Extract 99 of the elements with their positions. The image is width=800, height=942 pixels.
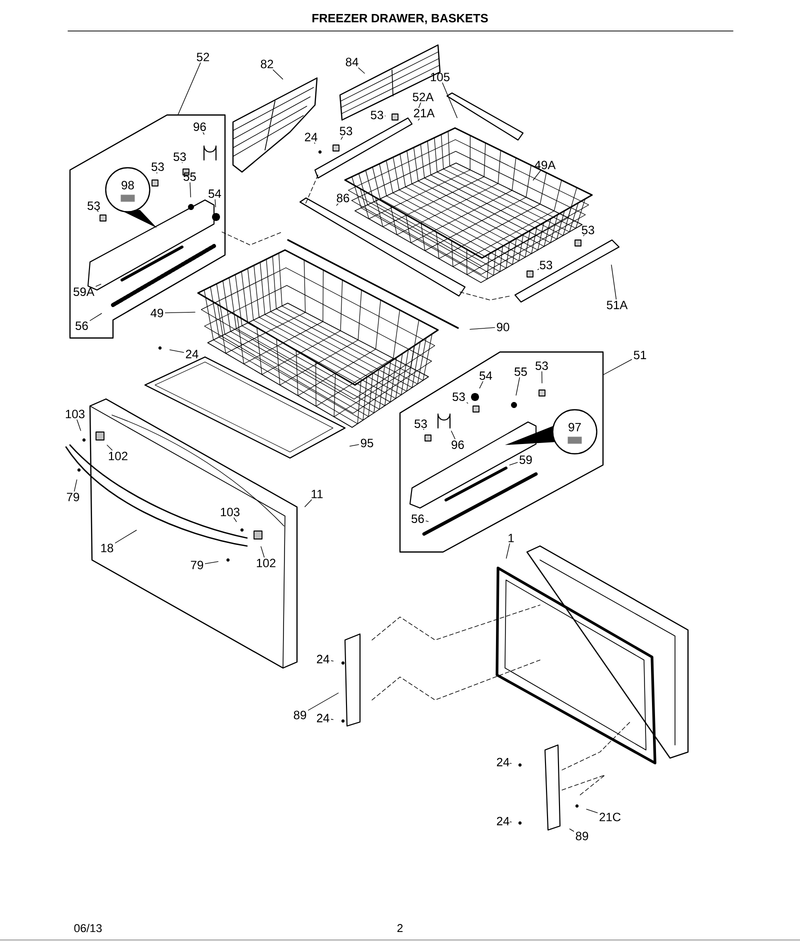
leader-line: [466, 402, 468, 404]
leader-line: [611, 264, 617, 300]
leader-line: [510, 762, 512, 764]
callout-number: 49: [150, 308, 164, 318]
leader-line: [418, 102, 421, 108]
callout-number: 1: [508, 534, 514, 542]
page-title: FREEZER DRAWER, BASKETS: [312, 14, 488, 24]
leader-line: [330, 718, 334, 720]
callout-number: 89: [294, 710, 306, 720]
leader-line: [304, 499, 312, 508]
callout-number: 21C: [600, 812, 621, 822]
leader-line: [204, 561, 218, 564]
callout-number: 56: [412, 514, 424, 523]
leader-line: [336, 204, 338, 206]
leader-line: [516, 377, 520, 396]
leader-line: [470, 327, 496, 330]
callout-number: 52: [196, 52, 210, 62]
leader-line: [509, 462, 518, 466]
kit-frame: [399, 351, 604, 553]
leader-line: [506, 543, 510, 559]
leader-line: [90, 313, 102, 321]
leader-line: [178, 62, 201, 116]
callout-number: 53: [370, 110, 384, 120]
callout-number: 51A: [606, 300, 628, 310]
callout-number: 53: [452, 392, 465, 401]
callout-number: 55: [184, 172, 196, 181]
callout-number: 56: [76, 321, 88, 330]
callout-number: 24: [316, 714, 330, 722]
callout-number: 103: [220, 508, 240, 516]
leader-line: [272, 70, 284, 80]
callout-number: 53: [536, 361, 548, 370]
callout-number: 54: [480, 372, 492, 380]
callout-number: 105: [430, 72, 450, 82]
callout-number: 95: [360, 438, 374, 448]
leader-line: [418, 118, 420, 121]
page-number: 2: [397, 924, 403, 932]
leader-line: [170, 350, 184, 353]
leader-line: [214, 199, 216, 208]
leader-line: [358, 68, 365, 74]
leader-line: [532, 170, 541, 180]
callout-number: 24: [186, 350, 198, 358]
callout-number: 102: [108, 452, 128, 460]
callout-number: 53: [88, 201, 100, 210]
callout-number: 55: [514, 368, 527, 376]
callout-number: 24: [304, 132, 318, 142]
kit-frame: [69, 114, 226, 339]
leader-line: [164, 312, 196, 314]
callout-number: 51: [634, 350, 646, 360]
callout-number: 54: [208, 190, 222, 198]
callout-number: 84: [346, 58, 358, 66]
leader-line: [583, 234, 584, 236]
leader-line: [96, 284, 102, 287]
callout-number: 53: [174, 152, 186, 161]
leader-line: [74, 479, 78, 492]
callout-number: 59A: [74, 287, 94, 296]
leader-line: [330, 660, 334, 662]
callout-number: 96: [452, 440, 464, 449]
callout-number: 53: [414, 419, 427, 428]
callout-number: 102: [256, 558, 276, 568]
callout-number: 82: [260, 60, 274, 68]
leader-line: [569, 828, 574, 832]
callout-number: 53: [340, 126, 352, 136]
callout-number: 49A: [534, 160, 556, 170]
leader-line: [426, 520, 429, 522]
leader-line: [114, 530, 137, 544]
callout-number: 79: [190, 560, 204, 570]
callout-number: 24: [496, 758, 510, 766]
callout-number: 53: [582, 226, 594, 234]
callout-number: 86: [336, 194, 350, 202]
leader-line: [202, 132, 204, 135]
leader-line: [340, 136, 343, 140]
leader-line: [96, 210, 99, 212]
leader-line: [586, 808, 598, 814]
callout-number: 24: [496, 816, 510, 826]
callout-number: 96: [194, 122, 206, 131]
callout-number: 53: [540, 260, 552, 270]
callout-number: 103: [66, 410, 84, 418]
leader-line: [308, 692, 339, 711]
leader-line: [450, 430, 456, 440]
leader-line: [260, 546, 265, 558]
leader-line: [350, 444, 360, 447]
callout-number: 53: [152, 162, 164, 171]
leader-line: [76, 420, 82, 431]
leader-line: [442, 82, 458, 118]
callout-number: 24: [316, 654, 330, 664]
callout-number: 59: [520, 455, 532, 464]
callout-number: 18: [101, 544, 114, 552]
callout-number: 21A: [414, 108, 435, 118]
page-date: 06/13: [74, 924, 102, 932]
callout-number: 52A: [412, 92, 434, 102]
leader-line: [190, 182, 191, 198]
leader-line: [479, 381, 484, 388]
leader-line: [602, 359, 632, 376]
callout-number: 90: [496, 322, 510, 332]
callout-number: 11: [312, 490, 323, 498]
callout-number: 79: [66, 492, 80, 502]
leader-line: [106, 444, 112, 450]
leader-line: [234, 518, 237, 522]
callout-number: 89: [576, 832, 588, 840]
